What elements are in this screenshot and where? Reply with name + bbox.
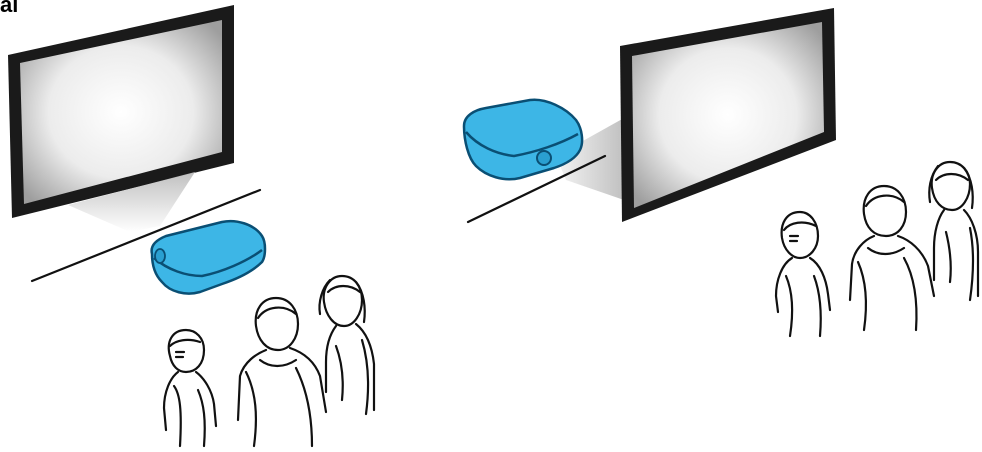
left-viewer-1 — [164, 330, 216, 446]
left-projector — [152, 221, 265, 293]
left-viewer-3 — [319, 276, 374, 414]
front-projection-scene — [8, 5, 374, 446]
left-viewer-2 — [238, 298, 326, 446]
right-viewer-2 — [850, 186, 934, 330]
left-projection-screen — [8, 5, 234, 218]
rear-projection-scene — [464, 8, 978, 336]
right-viewer-3 — [929, 162, 978, 300]
right-audience — [776, 162, 978, 336]
left-audience — [164, 276, 374, 446]
right-viewer-1 — [776, 212, 830, 336]
right-projection-screen — [620, 8, 836, 222]
